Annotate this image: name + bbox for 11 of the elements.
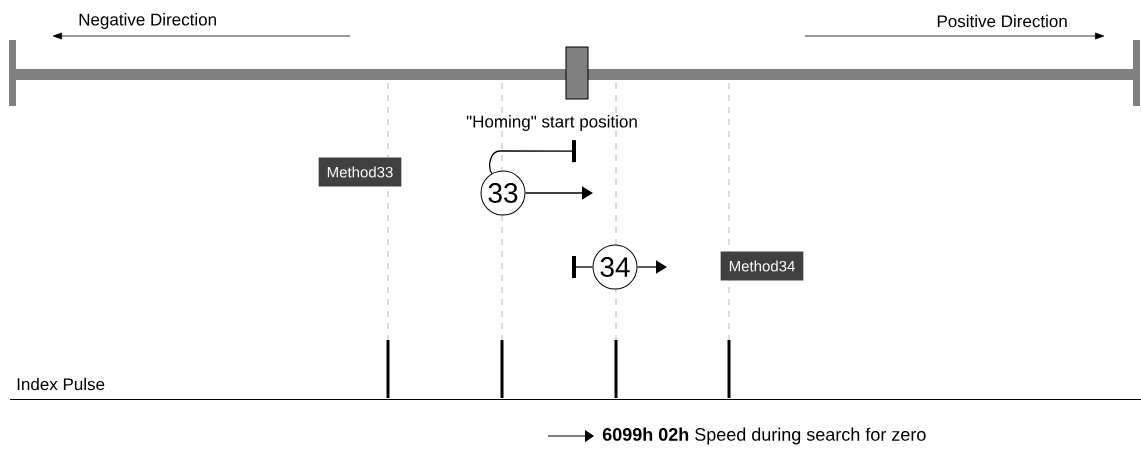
legend-text: 6099h 02h Speed during search for zero: [602, 427, 926, 445]
axis-label: Positive Direction: [937, 14, 1067, 28]
axis-label: Index Pulse: [17, 377, 105, 391]
position-label: "Homing" start position: [466, 115, 637, 131]
arrow: [636, 260, 667, 274]
arrow: [489, 140, 576, 175]
arrow: [524, 186, 593, 200]
arrow: [572, 256, 594, 278]
method-tag: Method33: [318, 157, 402, 187]
method-tag: Method34: [720, 251, 804, 281]
axis-label: Negative Direction: [79, 13, 216, 29]
